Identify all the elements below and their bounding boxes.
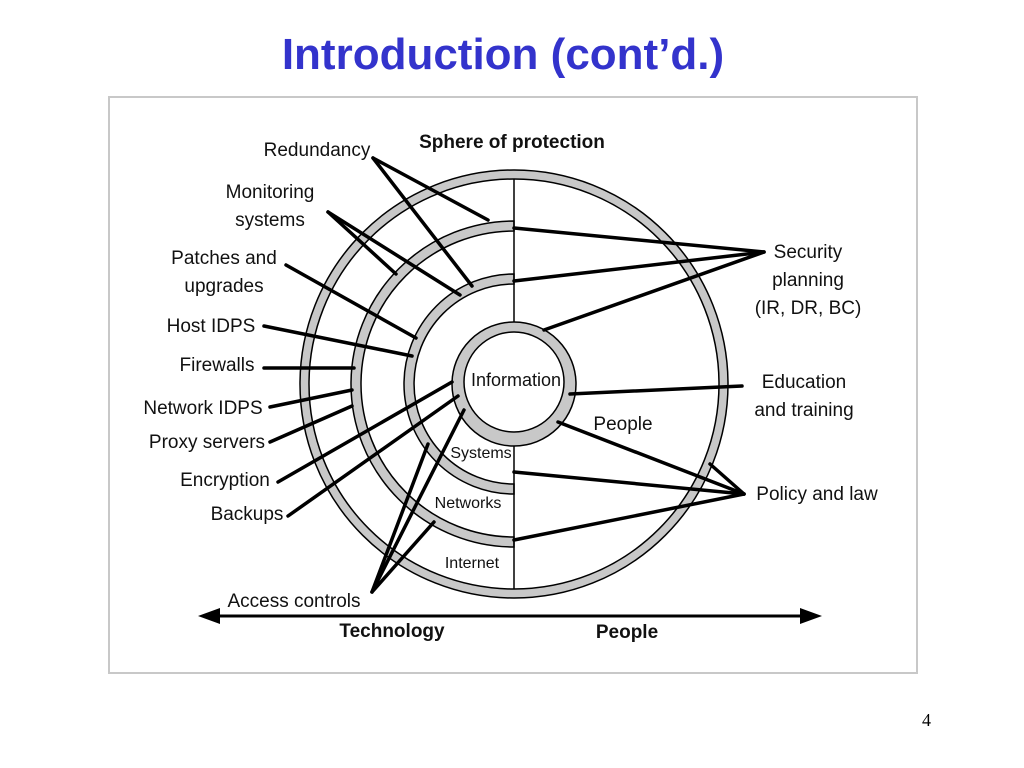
axis-arrow-left: [198, 608, 220, 624]
page-number: 4: [922, 710, 931, 730]
label-monitoring-line1: Monitoring: [226, 182, 315, 203]
technology-people-axis: [198, 608, 822, 624]
label-systems: Systems: [450, 445, 511, 462]
label-education-line1: Education: [762, 372, 847, 393]
label-backups: Backups: [211, 504, 284, 525]
label-networks: Networks: [435, 495, 502, 512]
label-security-line1: Security: [774, 242, 843, 263]
label-encryption: Encryption: [180, 470, 270, 491]
label-access-controls: Access controls: [227, 591, 360, 612]
label-internet: Internet: [445, 555, 500, 572]
label-security-line3: (IR, DR, BC): [755, 298, 862, 319]
label-firewalls: Firewalls: [180, 355, 255, 376]
label-patches-line1: Patches and: [171, 248, 277, 269]
label-patches-line2: upgrades: [184, 276, 263, 297]
axis-label-technology: Technology: [339, 621, 445, 642]
label-network-idps: Network IDPS: [143, 398, 262, 419]
label-people-inner: People: [593, 414, 652, 435]
diagram-title: Sphere of protection: [419, 132, 605, 153]
label-redundancy: Redundancy: [264, 140, 371, 161]
axis-arrow-right: [800, 608, 822, 624]
leader-lines-right: [512, 226, 766, 542]
sphere-of-protection-figure: Sphere of protection Redundancy Monitori…: [108, 96, 918, 674]
label-host-idps: Host IDPS: [167, 316, 256, 337]
label-information: Information: [471, 370, 561, 390]
label-education-line2: and training: [754, 400, 853, 421]
label-proxy-servers: Proxy servers: [149, 432, 265, 453]
leader-lines-left: [262, 156, 490, 594]
slide-title: Introduction (cont’d.): [281, 30, 725, 79]
label-policy: Policy and law: [756, 484, 878, 505]
label-security-line2: planning: [772, 270, 844, 291]
axis-label-people: People: [596, 622, 658, 643]
label-monitoring-line2: systems: [235, 210, 305, 231]
information-core: [463, 331, 565, 433]
